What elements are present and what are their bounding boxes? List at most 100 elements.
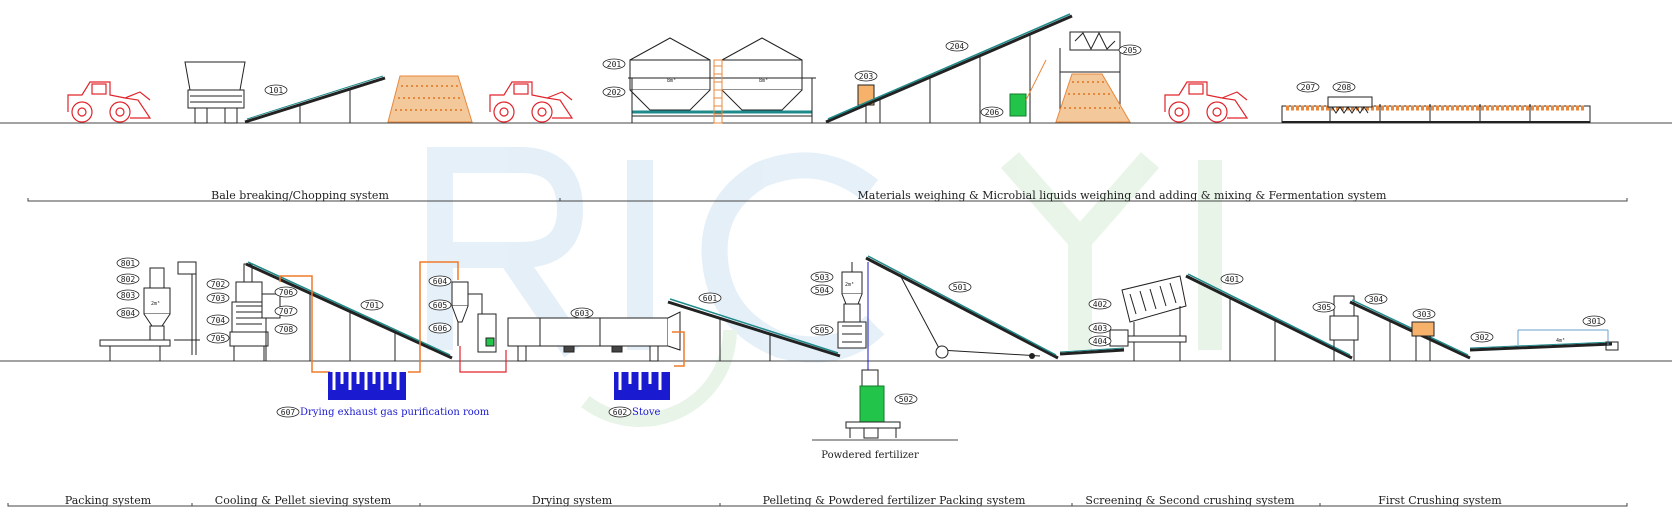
svg-text:208: 208 <box>1337 83 1352 92</box>
tag-602: 602 <box>608 406 632 418</box>
silo-hoppers: 8m³ 8m³ <box>628 37 816 123</box>
tag-704: 704 <box>206 314 230 326</box>
svg-text:502: 502 <box>899 395 914 404</box>
rotary-dryer <box>507 311 681 362</box>
svg-text:706: 706 <box>279 288 294 297</box>
stove-duct <box>672 331 685 367</box>
label-first-crushing-system: First Crushing system <box>1378 494 1502 507</box>
tag-701: 701 <box>360 299 384 311</box>
powder-packing-machine <box>845 369 901 439</box>
svg-text:304: 304 <box>1369 295 1384 304</box>
tag-801: 801 <box>116 257 140 269</box>
svg-text:8m³: 8m³ <box>759 78 768 84</box>
cooler-sieve <box>229 263 281 361</box>
svg-text:701: 701 <box>365 301 380 310</box>
tag-302: 302 <box>1470 331 1494 343</box>
svg-text:305: 305 <box>1317 303 1332 312</box>
tag-305: 305 <box>1312 301 1336 313</box>
svg-text:707: 707 <box>279 307 294 316</box>
hot-air-duct <box>459 346 507 373</box>
conveyor-601 <box>667 298 841 361</box>
tag-601: 601 <box>698 292 722 304</box>
tag-203: 203 <box>854 70 878 82</box>
pelletizer: 2m³ <box>837 262 867 349</box>
label-cooling-system: Cooling & Pellet sieving system <box>215 494 392 507</box>
tag-605: 605 <box>428 299 452 311</box>
svg-text:601: 601 <box>703 294 718 303</box>
conveyor-204 <box>825 13 1073 124</box>
tag-706: 706 <box>274 286 298 298</box>
exhaust-duct-dryer <box>408 261 459 373</box>
svg-text:504: 504 <box>815 286 830 295</box>
svg-text:603: 603 <box>575 309 590 318</box>
wheel-loader-3 <box>1164 81 1249 123</box>
bale-breaker <box>184 61 246 124</box>
svg-text:101: 101 <box>269 86 284 95</box>
tag-501: 501 <box>948 281 972 293</box>
tag-404: 404 <box>1088 335 1112 347</box>
svg-text:803: 803 <box>121 291 136 300</box>
exhaust-duct-cooling <box>279 275 330 373</box>
tag-606: 606 <box>428 322 452 334</box>
conveyor-101 <box>244 75 386 124</box>
svg-text:801: 801 <box>121 259 136 268</box>
mixer-205 <box>1059 31 1121 123</box>
svg-text:402: 402 <box>1093 300 1108 309</box>
label-packing-system: Packing system <box>65 494 152 507</box>
tag-208: 208 <box>1332 81 1356 93</box>
tag-607: 607 <box>276 406 300 418</box>
bottom-brackets <box>7 503 1628 507</box>
tag-207: 207 <box>1296 81 1320 93</box>
svg-text:204: 204 <box>950 42 965 51</box>
tag-703: 703 <box>206 292 230 304</box>
watermark-logo <box>427 147 1222 427</box>
svg-text:607: 607 <box>281 408 296 417</box>
exhaust-purification-room <box>328 372 406 400</box>
tag-201: 201 <box>602 58 626 70</box>
conveyor-501 <box>865 255 1059 360</box>
svg-text:302: 302 <box>1475 333 1490 342</box>
svg-text:401: 401 <box>1225 275 1240 284</box>
label-drying-system: Drying system <box>532 494 613 507</box>
first-crusher <box>1411 321 1435 361</box>
tag-206: 206 <box>980 106 1004 118</box>
svg-text:703: 703 <box>211 294 226 303</box>
conveyor-304 <box>1349 299 1471 361</box>
tag-402: 402 <box>1088 298 1112 310</box>
microbial-tank-206 <box>1009 59 1047 117</box>
svg-text:501: 501 <box>953 283 968 292</box>
tag-707: 707 <box>274 305 298 317</box>
svg-text:201: 201 <box>607 60 622 69</box>
label-bale-system: Bale breaking/Chopping system <box>211 189 389 202</box>
tag-502: 502 <box>894 393 918 405</box>
label-screening-system: Screening & Second crushing system <box>1085 494 1295 507</box>
stove <box>614 372 670 400</box>
fermentation-trough <box>1281 96 1591 123</box>
svg-text:705: 705 <box>211 334 226 343</box>
svg-text:205: 205 <box>1123 46 1138 55</box>
svg-text:606: 606 <box>433 324 448 333</box>
tag-304: 304 <box>1364 293 1388 305</box>
svg-text:4m³: 4m³ <box>1556 338 1565 344</box>
tag-301: 301 <box>1582 315 1606 327</box>
rotary-screener <box>1109 275 1187 361</box>
packing-machine: 2m³ <box>99 261 200 361</box>
svg-text:301: 301 <box>1587 317 1602 326</box>
tag-504: 504 <box>810 284 834 296</box>
material-pile-1 <box>387 75 473 123</box>
svg-text:708: 708 <box>279 325 294 334</box>
tag-403: 403 <box>1088 322 1112 334</box>
label-powdered-fertilizer: Powdered fertilizer <box>821 450 919 461</box>
wheel-loader-2 <box>489 81 574 123</box>
material-pile-2 <box>1055 73 1131 123</box>
tag-205: 205 <box>1118 44 1142 56</box>
tag-202: 202 <box>602 86 626 98</box>
tag-101: 101 <box>264 84 288 96</box>
label-drying-exhaust-room: Drying exhaust gas purification room <box>300 407 490 418</box>
svg-text:804: 804 <box>121 309 136 318</box>
feeder-bin: 4m³ <box>1469 329 1619 352</box>
svg-text:2m³: 2m³ <box>151 301 160 307</box>
svg-text:503: 503 <box>815 273 830 282</box>
